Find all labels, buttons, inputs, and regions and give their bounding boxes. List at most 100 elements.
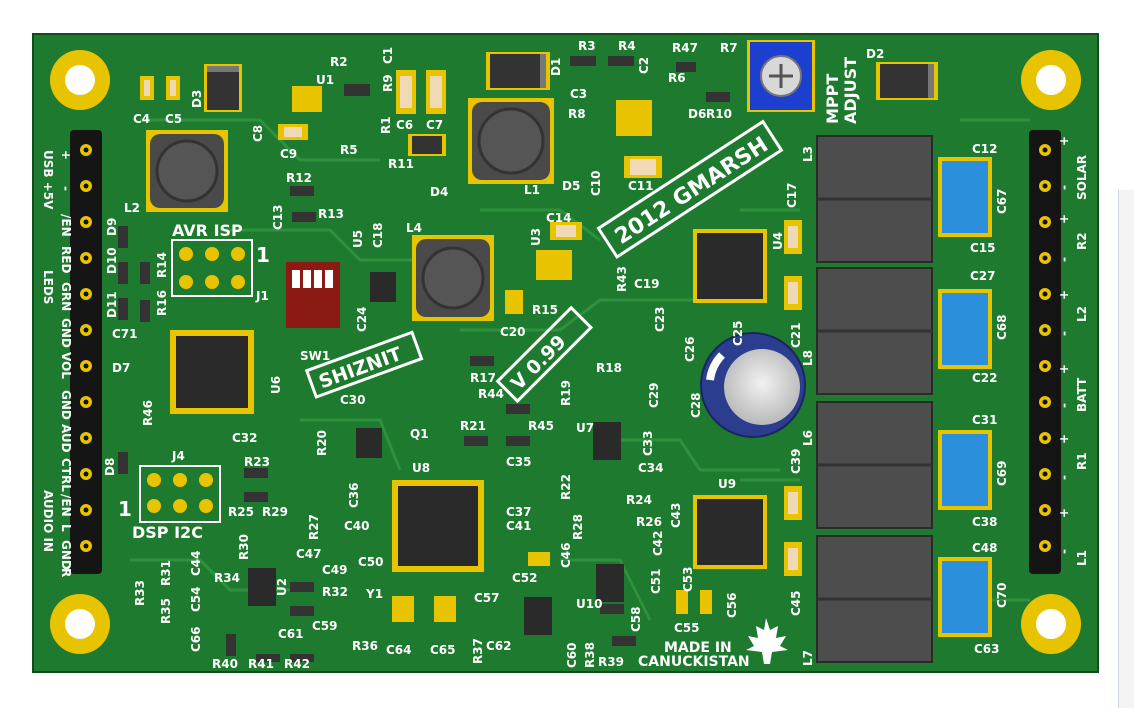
refdes-c4: C4 [133, 112, 150, 126]
refdes-c8: C8 [251, 125, 265, 142]
refdes-r25: R25 [228, 505, 254, 519]
refdes-c15: C15 [970, 241, 996, 255]
refdes-r18: R18 [596, 361, 622, 375]
right-label-12: + [1057, 434, 1071, 444]
refdes-u3: U3 [529, 228, 543, 246]
refdes-r27: R27 [307, 514, 321, 540]
refdes-sw1: SW1 [300, 349, 330, 363]
refdes-c56: C56 [725, 592, 739, 618]
refdes-c32: C32 [232, 431, 258, 445]
refdes-d3: D3 [190, 90, 204, 108]
refdes-c13: C13 [271, 204, 285, 230]
refdes-c22: C22 [972, 371, 998, 385]
refdes-c30: C30 [340, 393, 366, 407]
dsp-pin1: 1 [118, 497, 132, 521]
refdes-c68: C68 [995, 314, 1009, 340]
refdes-c25: C25 [731, 320, 745, 346]
left-label-en2: /EN [59, 494, 73, 517]
left-pin-header [70, 130, 102, 574]
refdes-d7: D7 [112, 361, 130, 375]
refdes-j4: J4 [171, 449, 185, 463]
refdes-c42: C42 [651, 530, 665, 556]
pcb-edge [32, 33, 1099, 673]
refdes-u6: U6 [269, 376, 283, 394]
refdes-c23: C23 [653, 306, 667, 332]
refdes-c39: C39 [789, 448, 803, 474]
refdes-y1: Y1 [365, 587, 383, 601]
refdes-c46: C46 [559, 542, 573, 568]
refdes-d2: D2 [866, 47, 884, 61]
left-label-plus: + [59, 150, 73, 160]
mppt-label-line1: MPPT [823, 74, 842, 124]
small-ics [248, 86, 652, 635]
refdes-c49: C49 [322, 563, 348, 577]
refdes-c18: C18 [371, 222, 385, 248]
refdes-c29: C29 [647, 382, 661, 408]
refdes-c40: C40 [344, 519, 370, 533]
refdes-r2: R2 [330, 55, 348, 69]
refdes-r28: R28 [571, 514, 585, 540]
right-label-10: - [1057, 403, 1071, 408]
crystal-y1 [392, 596, 456, 622]
refdes-r20: R20 [315, 430, 329, 456]
refdes-c11: C11 [628, 179, 654, 193]
refdes-r5: R5 [340, 143, 358, 157]
refdes-c24: C24 [355, 306, 369, 332]
refdes-r44: R44 [478, 387, 504, 401]
left-label-minus: - [59, 186, 73, 191]
refdes-u4: U4 [771, 232, 785, 250]
right-label-7: - [1057, 331, 1071, 336]
refdes-c64: C64 [386, 643, 412, 657]
refdes-d5: D5 [562, 179, 580, 193]
refdes-r21: R21 [460, 419, 486, 433]
refdes-r31: R31 [159, 560, 173, 586]
left-label-en: /EN [59, 214, 73, 237]
header-j4 [139, 465, 221, 523]
refdes-c17: C17 [785, 182, 799, 208]
refdes-c26: C26 [683, 336, 697, 362]
refdes-r35: R35 [159, 598, 173, 624]
refdes-r15: R15 [532, 303, 558, 317]
refdes-c54: C54 [189, 586, 203, 612]
refdes-r43: R43 [615, 266, 629, 292]
refdes-c45: C45 [789, 590, 803, 616]
refdes-q1: Q1 [410, 427, 429, 441]
window-edge [1118, 190, 1134, 708]
header-labels: AVR ISP 1 DSP I2C 1 [118, 221, 270, 542]
refdes-c7: C7 [426, 118, 443, 132]
refdes-r47: R47 [672, 41, 698, 55]
electrolytic-c28 [700, 332, 806, 438]
blue-capacitors [938, 157, 992, 637]
left-label-grn: GRN [59, 282, 73, 311]
refdes-c65: C65 [430, 643, 456, 657]
refdes-l2: L2 [124, 201, 140, 215]
refdes-r16: R16 [155, 290, 169, 316]
refdes-l3: L3 [801, 146, 815, 162]
left-silk-labels: + - /EN RED GRN GND VOL GND AUD CTRL /EN… [41, 150, 73, 577]
refdes-d6: D6 [688, 107, 706, 121]
refdes-r13: R13 [318, 207, 344, 221]
refdes-c57: C57 [474, 591, 500, 605]
power-inductors [816, 135, 933, 663]
refdes-c36: C36 [347, 482, 361, 508]
refdes-c14: C14 [546, 211, 572, 225]
refdes-r46: R46 [141, 400, 155, 426]
diodes [204, 52, 938, 156]
refdes-c28: C28 [689, 392, 703, 418]
refdes-d11: D11 [105, 291, 119, 318]
left-label-gnd2: GND [59, 390, 73, 420]
header-j1 [171, 239, 253, 297]
refdes-u9: U9 [718, 477, 736, 491]
refdes-c51: C51 [649, 568, 663, 594]
ic-u6 [170, 330, 254, 414]
right-label-6: + [1057, 290, 1071, 300]
refdes-c44: C44 [189, 550, 203, 576]
refdes-r34: R34 [214, 571, 240, 585]
refdes-c63: C63 [974, 642, 1000, 656]
mppt-adjust-label: MPPT ADJUST [823, 57, 860, 124]
refdes-u10: U10 [576, 597, 602, 611]
mounting-holes [50, 50, 1081, 654]
refdes-r11: R11 [388, 157, 414, 171]
refdes-c12: C12 [972, 142, 998, 156]
left-label-ctrl: CTRL [59, 458, 73, 492]
